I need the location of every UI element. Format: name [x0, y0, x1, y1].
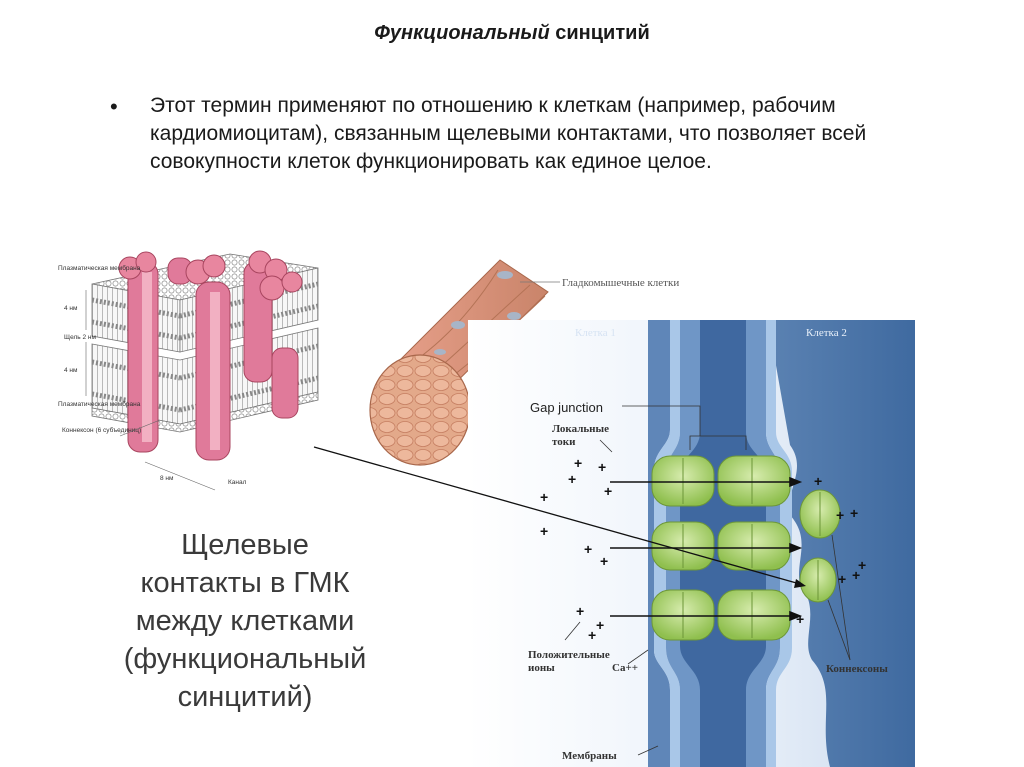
- label-ca-ions: Ca++: [612, 662, 638, 674]
- figure-caption: Щелевые контакты в ГМК между клетками (ф…: [60, 526, 430, 716]
- svg-text:+: +: [858, 557, 866, 573]
- label-local-currents-line2: токи: [552, 436, 576, 448]
- svg-text:+: +: [540, 489, 548, 505]
- label-plasma-membrane-top: Плазматическая мембрана: [58, 264, 141, 272]
- svg-text:+: +: [838, 571, 846, 587]
- svg-text:+: +: [584, 541, 592, 557]
- label-cell-2: Клетка 2: [806, 327, 847, 339]
- svg-text:+: +: [574, 455, 582, 471]
- svg-text:+: +: [814, 473, 822, 489]
- label-local-currents-line1: Локальные: [552, 423, 609, 435]
- label-smooth-muscle: Гладкомышечные клетки: [562, 277, 679, 289]
- label-positive-ions-line1: Положительные: [528, 649, 610, 661]
- svg-text:+: +: [600, 553, 608, 569]
- svg-text:+: +: [568, 471, 576, 487]
- label-4nm-top: 4 нм: [64, 305, 78, 312]
- bullet-text: Этот термин применяют по отношению к кле…: [150, 94, 867, 173]
- label-gap-junction: Gap junction: [530, 400, 603, 415]
- svg-text:+: +: [836, 507, 844, 523]
- label-membranes: Мембраны: [562, 750, 617, 762]
- positive-ion-signs: + + + + + + + + + + + + + + + + + +: [540, 455, 866, 643]
- slide-title: Функциональный синцитий: [0, 22, 1024, 45]
- svg-text:+: +: [850, 505, 858, 521]
- caption-line-1: Щелевые: [181, 529, 309, 561]
- svg-text:+: +: [576, 603, 584, 619]
- label-plasma-membrane-bottom: Плазматическая мембрана: [58, 400, 141, 408]
- label-gap: Щель 2 нм: [64, 334, 96, 341]
- bullet-dot: •: [110, 94, 118, 119]
- label-connexons: Коннексоны: [826, 663, 888, 675]
- label-4nm-bottom: 4 нм: [64, 367, 78, 374]
- connexon-pairs: [651, 455, 841, 641]
- gap-junction-membrane-diagram: Плазматическая мембрана 4 нм Щель 2 нм 4…: [58, 250, 319, 491]
- svg-text:+: +: [598, 459, 606, 475]
- svg-text:+: +: [796, 611, 804, 627]
- slide-title-rest: синцитий: [549, 22, 650, 44]
- svg-text:+: +: [852, 567, 860, 583]
- label-cell-1: Клетка 1: [575, 327, 616, 339]
- svg-text:+: +: [596, 617, 604, 633]
- slide-title-italic: Функциональный: [374, 22, 550, 44]
- label-connexon: Коннексон (6 субъединиц): [62, 426, 141, 434]
- caption-line-4: (функциональный: [123, 643, 367, 675]
- label-8nm: 8 нм: [160, 475, 174, 482]
- label-positive-ions-line2: ионы: [528, 662, 555, 674]
- gap-junction-cells-diagram: Клетка 1 Клетка 2 Gap junction Локальные…: [313, 320, 915, 767]
- caption-line-2: контакты в ГМК: [140, 567, 350, 599]
- svg-text:+: +: [604, 483, 612, 499]
- caption-line-3: между клетками: [135, 605, 355, 637]
- svg-text:+: +: [540, 523, 548, 539]
- svg-text:+: +: [588, 627, 596, 643]
- caption-line-5: синцитий): [177, 681, 313, 713]
- label-channel: Канал: [228, 479, 247, 486]
